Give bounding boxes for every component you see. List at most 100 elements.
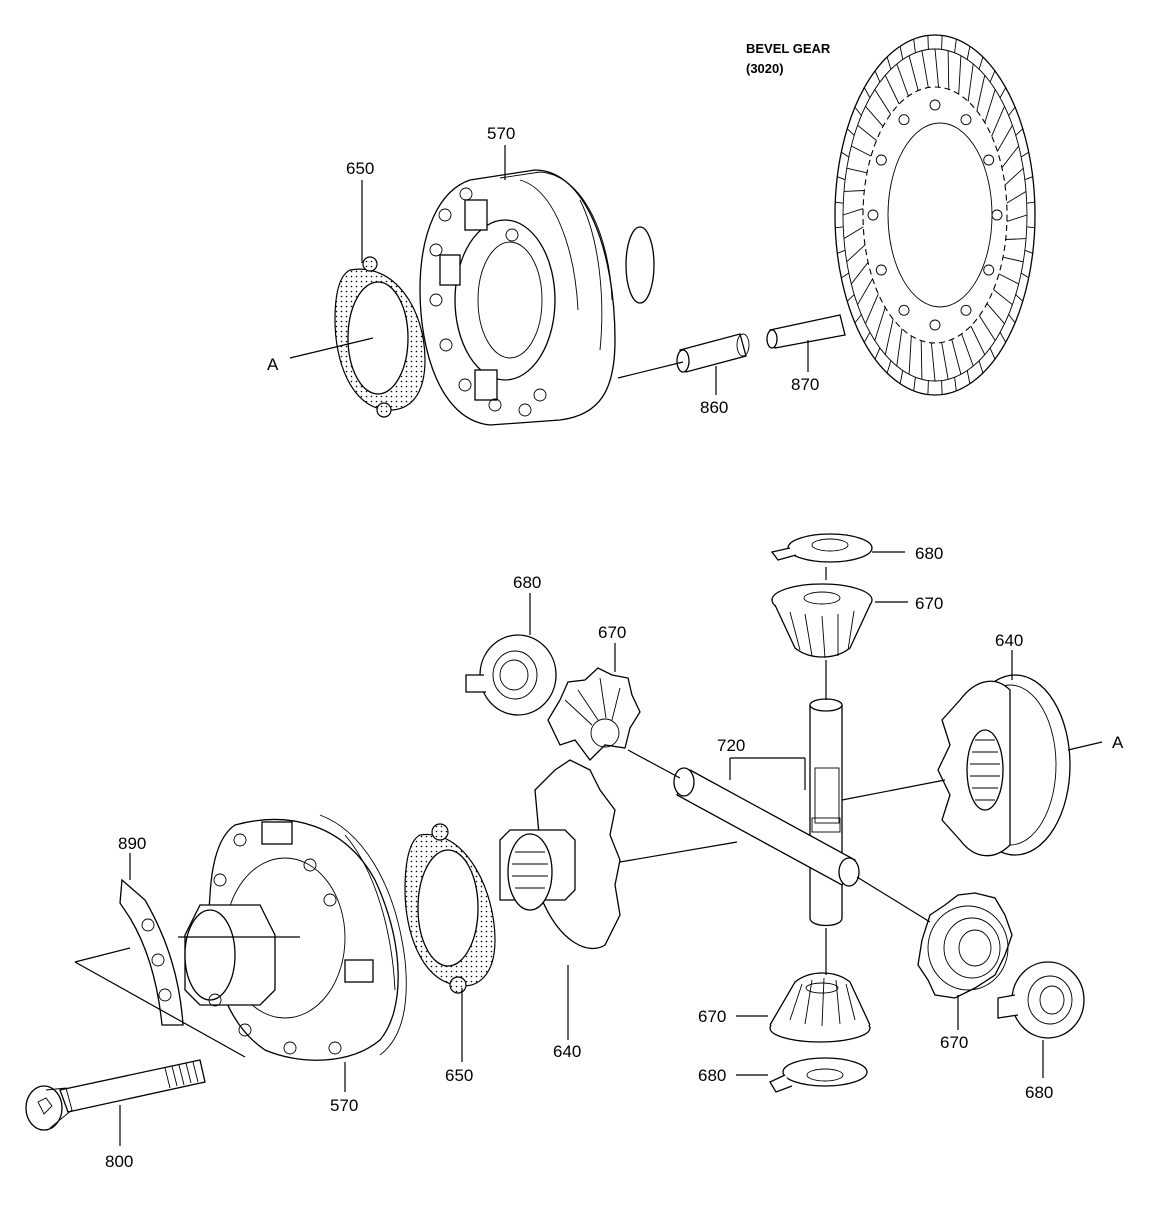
gear-tooth-tip [899,370,904,384]
gear-tooth-tip [837,176,846,181]
gear-bolt-hole [960,114,972,126]
gear-tooth [976,75,986,111]
gear-tooth-tip [1020,151,1029,158]
gear-tooth [857,124,877,141]
gear-tooth [951,339,962,375]
callout-670-lower: 670 [698,1007,726,1026]
gear-bolt-hole [898,304,910,316]
gear-tooth-tip [846,128,855,136]
shim-650-bottom [404,823,496,994]
gear-tooth-tip [999,332,1007,343]
gear-tooth-tip [966,370,971,384]
gear-tooth-tip [954,377,957,391]
washer-680-upper [770,533,873,563]
gear-tooth [921,50,929,88]
cross-shaft-720 [673,698,860,927]
gear-tooth [908,335,912,375]
gear-tooth-tip [989,70,996,83]
gear-tooth-tip [1026,226,1035,229]
callout-650-bottom: 650 [445,1066,473,1085]
gear-tooth [874,307,886,341]
callout-680-upper: 680 [915,544,943,563]
bolt-800 [25,1059,206,1131]
callout-870: 870 [791,375,819,394]
callout-670-left: 670 [598,623,626,642]
gear-tooth-tip [837,249,846,254]
gear-tooth [874,89,891,115]
gear-tooth [958,55,962,95]
gear-tooth-tip [854,106,862,116]
gear-bolt-hole [875,264,887,276]
callout-800: 800 [105,1152,133,1171]
gear-tooth [984,89,996,123]
gear-tooth [857,278,873,305]
gear-tooth [865,293,879,324]
callout-680-left: 680 [513,573,541,592]
bevel-gear [834,34,1036,396]
washer-680-lower [769,1057,868,1093]
gear-tooth [1002,256,1024,263]
gear-tooth-tip [954,39,957,53]
callout-570-top: 570 [487,124,515,143]
callout-680-right-lower: 680 [1025,1083,1053,1102]
gear-tooth [991,106,1005,137]
bevel-gear-label: BEVEL GEAR [746,41,831,56]
callout-680-lower: 680 [698,1066,726,1085]
gear-tooth-tip [835,226,844,229]
gear-tooth-tip [841,151,850,158]
gear-tooth [908,55,919,91]
gear-tooth [1006,214,1028,222]
gear-tooth [1004,167,1024,186]
gear-tooth-tip [978,56,984,70]
gear-tooth [967,63,974,102]
gear-tooth [884,75,900,105]
gear-tooth-tip [874,347,881,360]
top-leader-lines [289,145,809,395]
gear-tooth-tip [1015,294,1024,302]
gear-tooth [998,273,1019,285]
gear-tooth [865,106,884,127]
gear-bolt-hole [867,209,879,221]
gear-tooth [896,63,909,97]
gear-tooth-tip [1024,176,1033,181]
gear-tooth-tip [978,360,984,374]
gear-tooth [842,208,864,216]
pin-860 [676,333,750,373]
pin-870 [766,314,846,349]
gear-tooth [850,262,869,285]
gear-tooth [846,167,868,174]
callout-labels: BEVEL GEAR (3020) 570 650 A 860 870 680 … [105,41,1124,1171]
pinion-670-right-lower [917,892,1013,999]
callout-570-bottom: 570 [330,1096,358,1115]
pinion-670-upper [771,583,873,659]
gear-tooth-tip [1015,128,1024,136]
gear-tooth [979,315,996,341]
gear-tooth-tip [941,35,943,50]
callout-a-top: A [267,355,279,374]
gear-tooth-tip [846,294,855,302]
gear-tooth-tip [886,56,892,70]
gear-tooth [970,325,986,355]
pinion-670-left [547,667,641,761]
callout-670-upper: 670 [915,594,943,613]
gear-tooth-tip [835,201,844,204]
callout-640-right: 640 [995,631,1023,650]
gear-tooth-tip [874,70,881,83]
gear-tooth [920,340,923,380]
gear-tooth-tip [999,87,1007,98]
gear-tooth-tip [854,314,862,324]
gear-bolt-hole [983,154,995,166]
gear-tooth [997,125,1013,152]
gear-tooth-tip [1008,314,1016,324]
callout-a-right: A [1112,733,1124,752]
gear-tooth-tip [927,35,929,50]
gear-tooth [851,145,872,157]
gear-bolt-hole [875,154,887,166]
gear-tooth [843,226,864,239]
callout-650-top: 650 [346,159,374,178]
gear-tooth-tip [966,46,971,60]
gear-tooth [843,190,865,192]
gear-tooth-tip [863,87,871,98]
case-570-top [419,169,655,426]
